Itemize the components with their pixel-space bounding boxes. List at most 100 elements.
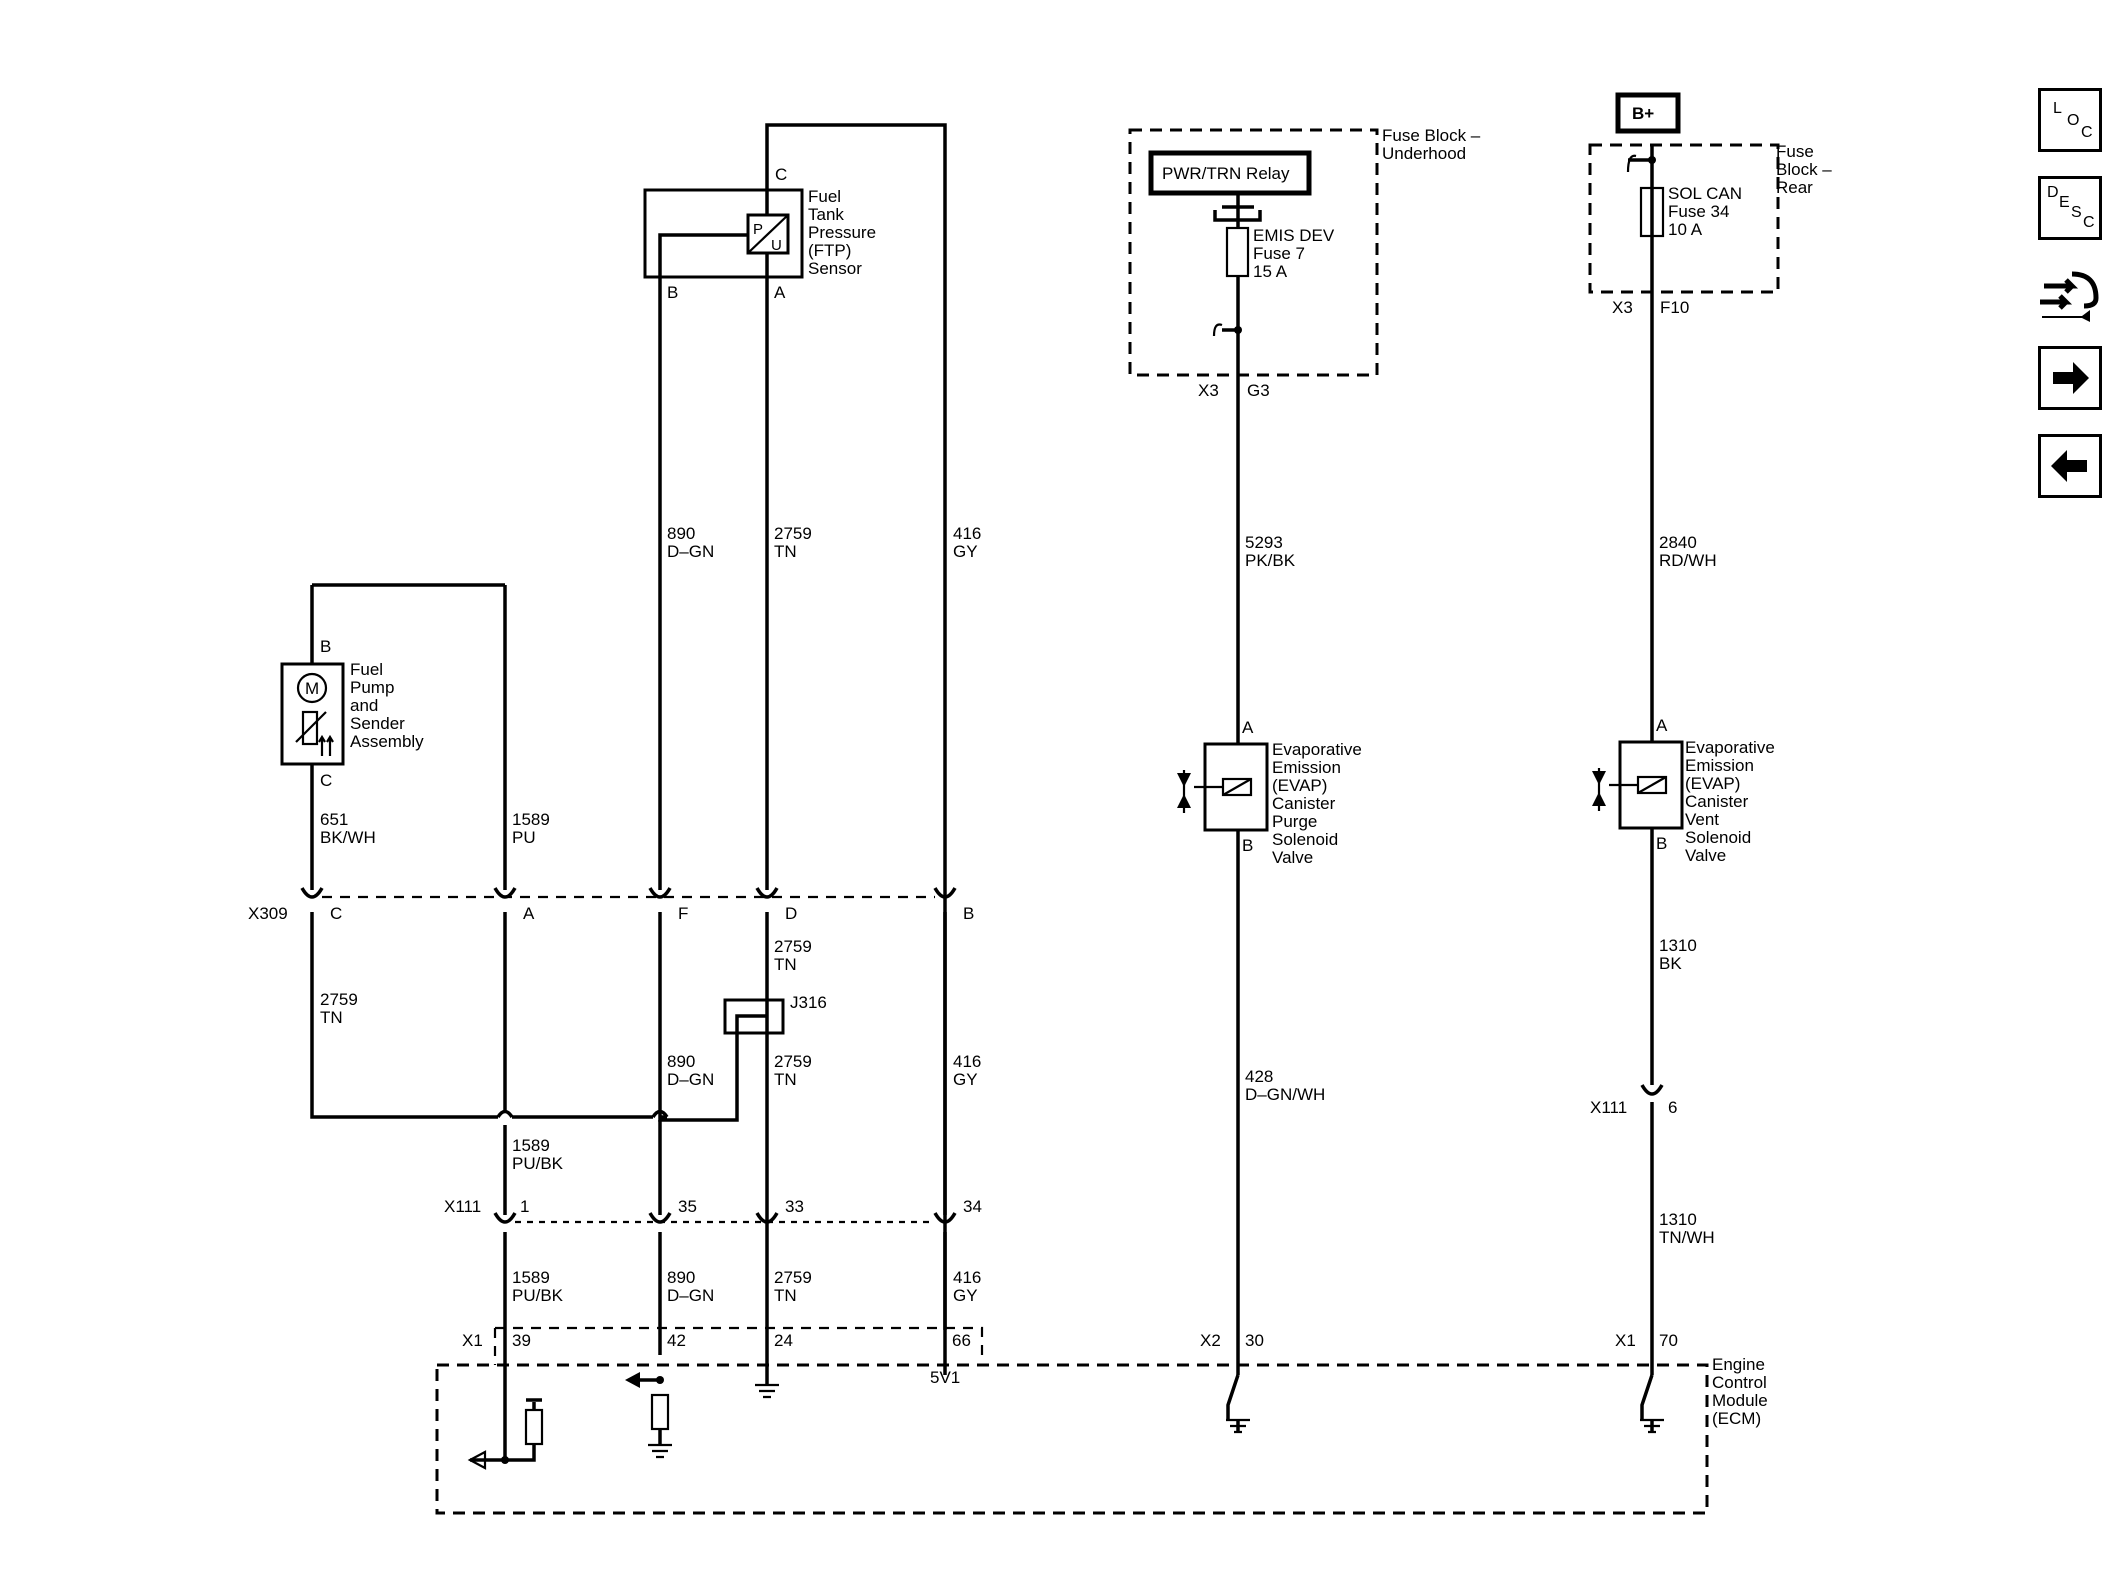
loc-letter-o: O bbox=[2067, 112, 2080, 129]
solcan-label-1: SOL CAN bbox=[1668, 184, 1742, 203]
wire-5293-2: PK/BK bbox=[1245, 551, 1296, 570]
pin-39-label: 39 bbox=[512, 1331, 531, 1350]
wire-890c-1: 890 bbox=[667, 1268, 695, 1287]
relay-label: PWR/TRN Relay bbox=[1162, 164, 1290, 183]
wire-1589c-2: PU/BK bbox=[512, 1286, 564, 1305]
desc-letter-d: D bbox=[2047, 184, 2059, 201]
fuel-pump-label-3: and bbox=[350, 696, 378, 715]
x111-a-label: X111 bbox=[1590, 1098, 1627, 1117]
j316-splice bbox=[723, 998, 785, 1035]
pin-35-label: 35 bbox=[678, 1197, 697, 1216]
ecm-label-4: (ECM) bbox=[1712, 1409, 1761, 1428]
relay-and-fuses bbox=[1148, 92, 1681, 337]
ecm-label-1: Engine bbox=[1712, 1355, 1765, 1374]
vent-label-2: Emission bbox=[1685, 756, 1754, 775]
pin-33-label: 33 bbox=[785, 1197, 804, 1216]
wire-890b-1: 890 bbox=[667, 1052, 695, 1071]
x309-b-label: B bbox=[963, 904, 974, 923]
wire-2759a-1: 2759 bbox=[774, 524, 812, 543]
pin-66-label: 66 bbox=[952, 1331, 971, 1350]
description-button[interactable]: D E S C bbox=[2038, 176, 2102, 240]
fuel-pump: M bbox=[280, 662, 345, 766]
g3-label: G3 bbox=[1247, 381, 1270, 400]
x3-a-label: X3 bbox=[1198, 381, 1219, 400]
purge-a-label: A bbox=[1242, 718, 1254, 737]
wire-428-1: 428 bbox=[1245, 1067, 1273, 1086]
ftp-label-3: Pressure bbox=[808, 223, 876, 242]
wire-1310a-2: BK bbox=[1659, 954, 1682, 973]
fp-m-label: M bbox=[305, 679, 319, 698]
bplus-label: B+ bbox=[1632, 104, 1654, 123]
purge-label-6: Solenoid bbox=[1272, 830, 1338, 849]
desc-letter-s: S bbox=[2071, 204, 2082, 221]
wire-1310a-1: 1310 bbox=[1659, 936, 1697, 955]
loc-letter-c: C bbox=[2081, 124, 2093, 141]
fuse-rear-label-1: Fuse bbox=[1776, 142, 1814, 161]
ftp-label-2: Tank bbox=[808, 205, 844, 224]
wire-2759e-2: TN bbox=[774, 1286, 797, 1305]
purge-label-3: (EVAP) bbox=[1272, 776, 1327, 795]
purge-label-2: Emission bbox=[1272, 758, 1341, 777]
pu-p-label: P bbox=[753, 221, 763, 238]
fuel-pump-label-4: Sender bbox=[350, 714, 405, 733]
previous-button[interactable] bbox=[2038, 434, 2102, 498]
ftp-b-label: B bbox=[667, 283, 678, 302]
wire-2759c-1: 2759 bbox=[320, 990, 358, 1009]
emis-label-2: Fuse 7 bbox=[1253, 244, 1305, 263]
vent-b-label: B bbox=[1656, 834, 1667, 853]
wire-1310b-2: TN/WH bbox=[1659, 1228, 1715, 1247]
fp-b-label: B bbox=[320, 637, 331, 656]
ecm-label-2: Control bbox=[1712, 1373, 1767, 1392]
wire-651-1: 651 bbox=[320, 810, 348, 829]
x2-label: X2 bbox=[1200, 1331, 1221, 1350]
fuse-rear-label-3: Rear bbox=[1776, 178, 1813, 197]
x1-a-label: X1 bbox=[462, 1331, 483, 1350]
text-labels: C Fuel Tank Pressure (FTP) Sensor B A Fu… bbox=[248, 104, 1832, 1428]
f10-label: F10 bbox=[1660, 298, 1689, 317]
wire-416b-1: 416 bbox=[953, 1052, 981, 1071]
next-button[interactable] bbox=[2038, 346, 2102, 410]
ftp-label-5: Sensor bbox=[808, 259, 862, 278]
purge-label-5: Purge bbox=[1272, 812, 1317, 831]
wire-5293-1: 5293 bbox=[1245, 533, 1283, 552]
j316-label: J316 bbox=[790, 993, 827, 1012]
x3-b-label: X3 bbox=[1612, 298, 1633, 317]
wire-1589c-1: 1589 bbox=[512, 1268, 550, 1287]
wire-416b-2: GY bbox=[953, 1070, 978, 1089]
pin-42-label: 42 bbox=[667, 1331, 686, 1350]
fp-c-label: C bbox=[320, 771, 332, 790]
arrow-right-icon bbox=[2053, 362, 2089, 394]
x309-c-label: C bbox=[330, 904, 342, 923]
x309-a-label: A bbox=[523, 904, 535, 923]
ftp-label-1: Fuel bbox=[808, 187, 841, 206]
wire-2759b-1: 2759 bbox=[774, 937, 812, 956]
wires bbox=[310, 123, 1654, 1462]
wire-1589a-1: 1589 bbox=[512, 810, 550, 829]
ftp-sensor: P U bbox=[643, 188, 804, 279]
wire-1589a-2: PU bbox=[512, 828, 536, 847]
wire-2759e-1: 2759 bbox=[774, 1268, 812, 1287]
wire-890-1: 890 bbox=[667, 524, 695, 543]
desc-letter-c: C bbox=[2083, 214, 2095, 231]
fuel-pump-label-1: Fuel bbox=[350, 660, 383, 679]
vent-label-7: Valve bbox=[1685, 846, 1726, 865]
wire-2759b-2: TN bbox=[774, 955, 797, 974]
wire-416a-1: 416 bbox=[953, 524, 981, 543]
desc-letter-e: E bbox=[2059, 194, 2070, 211]
location-button[interactable]: L O C bbox=[2038, 88, 2102, 152]
pin-24-label: 24 bbox=[774, 1331, 793, 1350]
connector-tool-button[interactable] bbox=[2036, 262, 2104, 330]
pin-1-label: 1 bbox=[520, 1197, 529, 1216]
wire-2759a-2: TN bbox=[774, 542, 797, 561]
ftp-c-label: C bbox=[775, 165, 787, 184]
wire-651-2: BK/WH bbox=[320, 828, 376, 847]
wire-1589b-1: 1589 bbox=[512, 1136, 550, 1155]
arrow-left-icon bbox=[2051, 450, 2087, 482]
wire-416c-2: GY bbox=[953, 1286, 978, 1305]
vent-label-5: Vent bbox=[1685, 810, 1719, 829]
emis-label-1: EMIS DEV bbox=[1253, 226, 1335, 245]
x309-d-label: D bbox=[785, 904, 797, 923]
wire-890b-2: D–GN bbox=[667, 1070, 714, 1089]
wire-2840-1: 2840 bbox=[1659, 533, 1697, 552]
